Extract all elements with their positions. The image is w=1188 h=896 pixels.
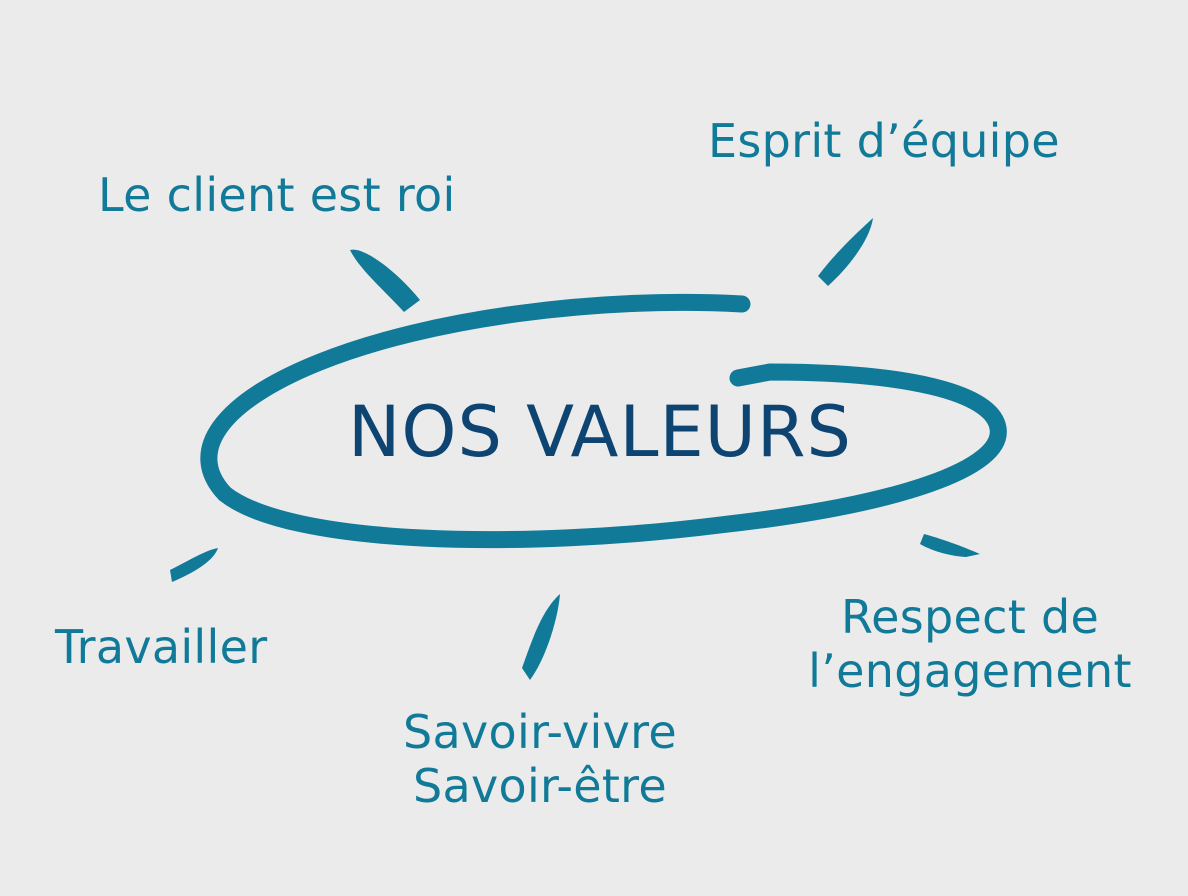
value-savoir-line-2: Savoir-être [413,759,667,813]
value-travailler: Travailler [55,620,268,674]
value-respect-line-1: Respect de [840,590,1100,644]
value-savoir-line-1: Savoir-vivre [403,705,677,759]
brush-stroke-savoir [522,594,560,680]
value-respect-line-2: l’engagement [808,644,1132,698]
brush-ellipse [200,293,1007,549]
brush-stroke-client [350,249,420,312]
brush-stroke-equipe [818,218,873,286]
value-equipe: Esprit d’équipe [708,114,1060,168]
value-savoir: Savoir-vivre Savoir-être [380,705,700,813]
center-title: NOS VALEURS [348,391,852,473]
value-client: Le client est roi [98,168,456,222]
brush-stroke-travailler [170,548,218,582]
brush-stroke-respect [920,534,980,557]
value-respect: Respect de l’engagement [790,590,1150,698]
